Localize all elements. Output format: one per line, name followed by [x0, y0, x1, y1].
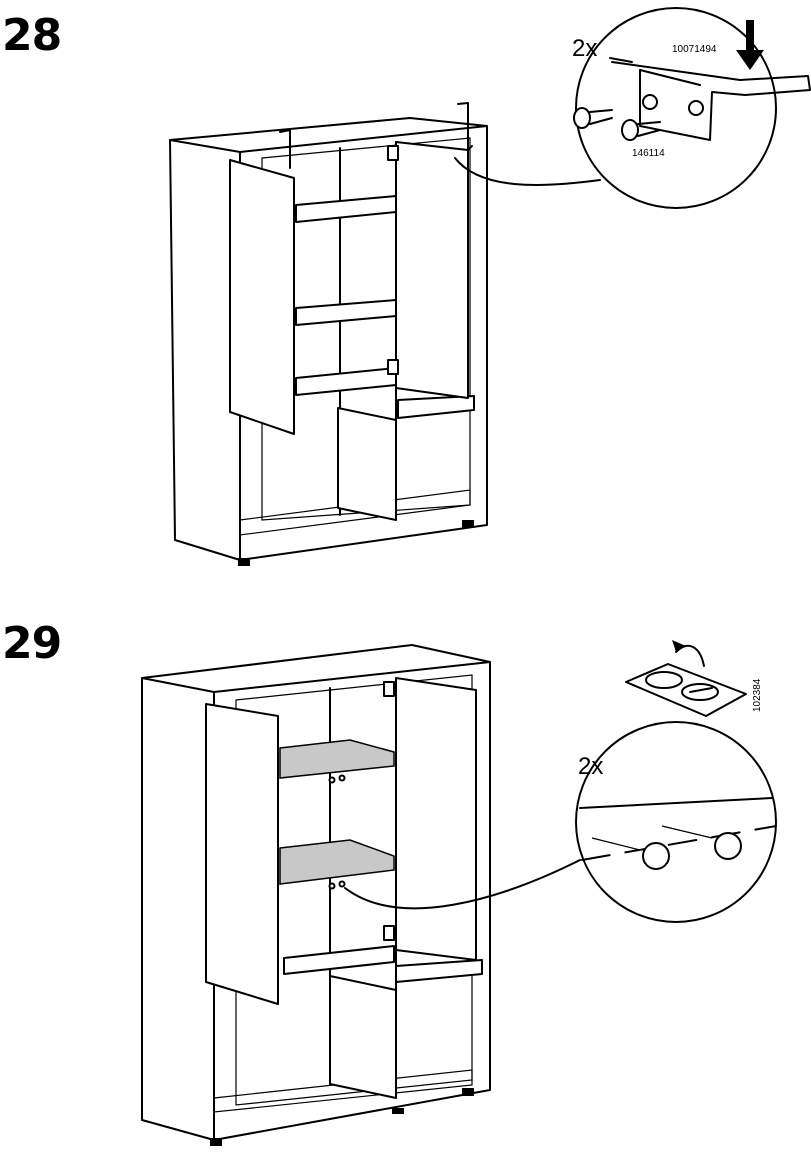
step-29-cabinet-illustration [142, 645, 490, 1146]
step-28-quantity: 2x [572, 35, 597, 62]
step-29-cap-part-number: 102384 [752, 678, 763, 712]
step-29-cap-part [626, 640, 746, 716]
step-28-screw-part-number: 146114 [632, 148, 665, 159]
step-28-detail-callout [574, 8, 810, 208]
step-29-detail-callout [576, 722, 776, 922]
step-28-cabinet-illustration [170, 103, 487, 566]
step-29-quantity: 2x [578, 753, 603, 780]
step-28-bracket-part-number: 10071494 [672, 44, 717, 55]
